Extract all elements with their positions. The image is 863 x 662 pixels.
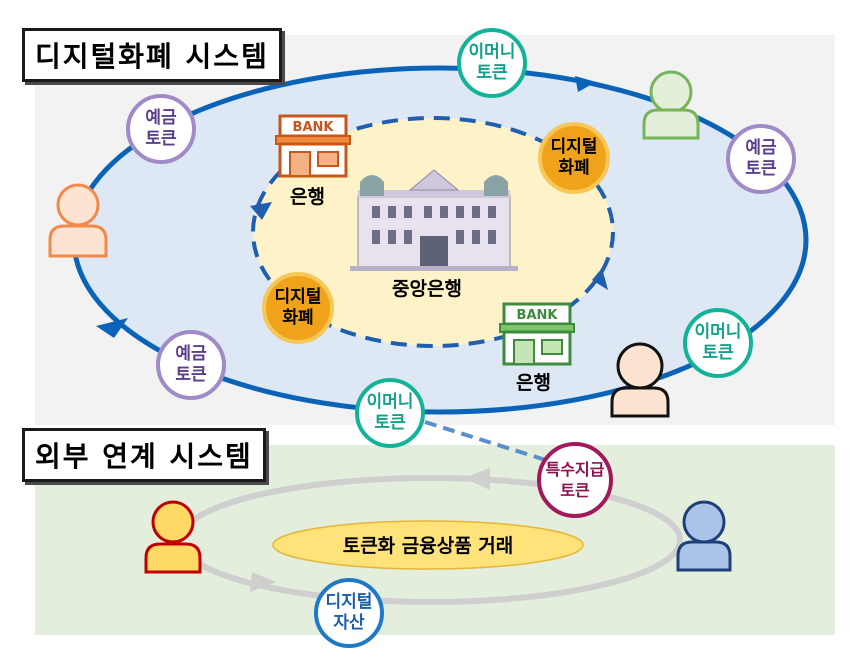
emoney-to-special-token-link bbox=[424, 420, 553, 464]
external-system-title: 외부 연계 시스템 bbox=[22, 428, 266, 482]
central-bank-building-icon bbox=[350, 169, 518, 271]
person-icon-dark-right bbox=[610, 342, 670, 418]
person-icon-blue-external bbox=[676, 500, 732, 572]
bank-bottom-sign-text: BANK bbox=[517, 308, 559, 323]
external-loop-arrow-bottom bbox=[250, 572, 276, 592]
bank-top-sign-text: BANK bbox=[293, 120, 335, 135]
person-icon-red-external bbox=[144, 500, 202, 574]
outer-loop-arrow-top bbox=[575, 76, 596, 92]
person-icon-green-topright bbox=[642, 70, 700, 140]
bank-top-building-icon: BANK bbox=[275, 114, 351, 178]
central-bank-label: 중앙은행 bbox=[392, 278, 462, 300]
inner-loop-arrow-left bbox=[250, 202, 272, 220]
bank-bottom-label: 은행 bbox=[516, 372, 551, 394]
tokenized-trading-label: 토큰화 금융상품 거래 bbox=[343, 535, 514, 557]
outer-loop-arrow-left bbox=[96, 318, 128, 338]
internal-system-title: 디지털화폐 시스템 bbox=[22, 28, 282, 82]
external-loop-arrow-top bbox=[464, 468, 490, 490]
inner-loop-arrow-right bbox=[592, 268, 608, 290]
person-icon-orange-left bbox=[48, 183, 108, 258]
bank-bottom-building-icon: BANK bbox=[499, 302, 575, 366]
tokenized-trading-pill bbox=[272, 520, 584, 570]
bank-top-label: 은행 bbox=[290, 186, 325, 208]
